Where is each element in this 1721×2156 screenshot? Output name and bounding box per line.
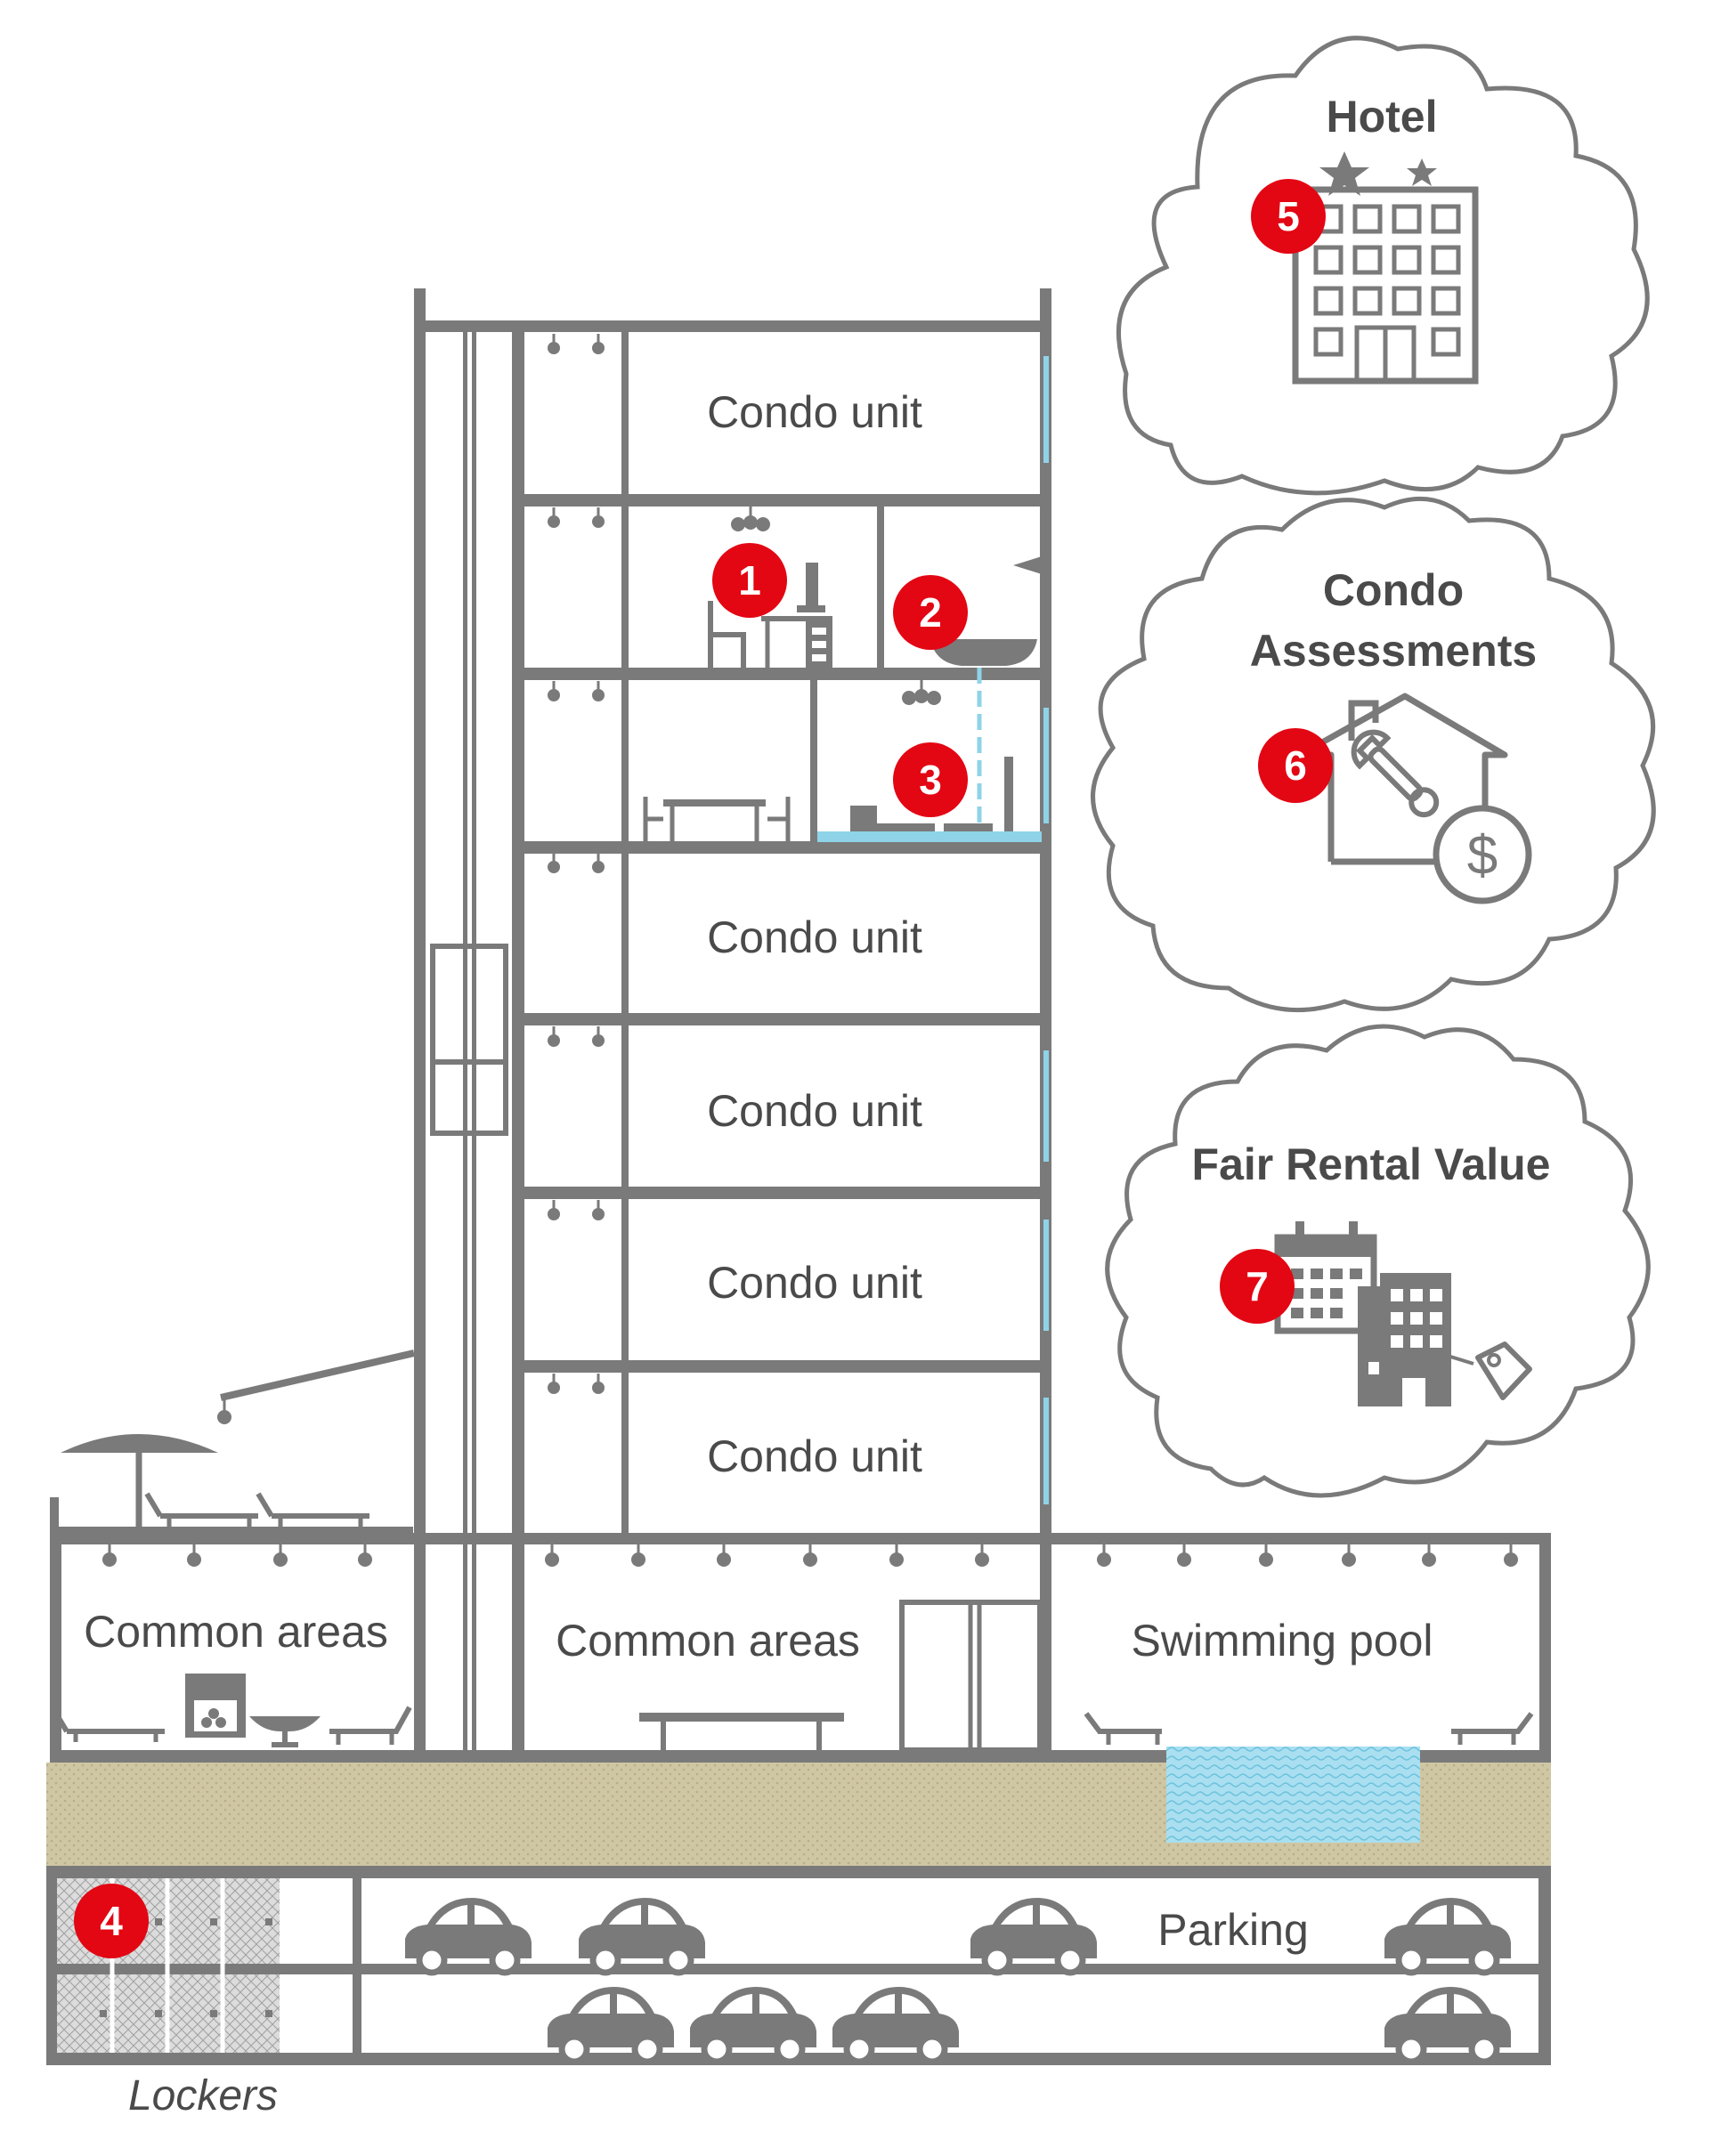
badge-7: 7	[1220, 1249, 1295, 1324]
parked-cars	[405, 1898, 1511, 2062]
badge-1: 1	[712, 543, 787, 618]
condo-unit-label: Condo unit	[707, 1086, 922, 1136]
condo-assessments-title-line2: Assessments	[1250, 626, 1537, 676]
common-areas-label: Common areas	[556, 1616, 860, 1666]
car-icon	[970, 1898, 1097, 1973]
parking-label: Parking	[1157, 1905, 1309, 1955]
condo-unit-label: Condo unit	[707, 912, 922, 962]
house-wrench-dollar-icon: $	[1296, 693, 1532, 904]
fair-rental-value-cloud: Fair Rental Value	[1105, 1024, 1651, 1498]
car-icon	[548, 1987, 674, 2062]
badge-3: 3	[893, 742, 968, 817]
calendar-building-tag-icon	[1274, 1221, 1532, 1406]
furnished-unit-upper	[708, 505, 1042, 837]
chandelier-icon	[729, 505, 772, 533]
condo-unit-label: Condo unit	[707, 387, 922, 437]
facade-windows	[1043, 356, 1049, 1504]
podium-lamp-stems	[108, 1544, 1513, 1554]
svg-text:4: 4	[100, 1898, 123, 1944]
podium-lamps	[102, 1552, 1518, 1567]
chandelier-icon	[900, 678, 943, 707]
common-areas-label: Common areas	[84, 1607, 388, 1657]
badge-5: 5	[1251, 179, 1326, 254]
condo-unit-label: Condo unit	[707, 1431, 922, 1481]
car-icon	[405, 1898, 532, 1973]
umbrella-icon	[61, 1434, 218, 1527]
swimming-pool-label: Swimming pool	[1131, 1616, 1433, 1666]
corridor-lamps	[546, 332, 606, 1396]
badge-4: 4	[74, 1884, 149, 1958]
svg-text:2: 2	[919, 589, 942, 636]
svg-text:1: 1	[738, 557, 761, 604]
car-icon	[1384, 1898, 1511, 1973]
car-icon	[690, 1987, 816, 2062]
hotel-cloud: Hotel	[1116, 36, 1650, 496]
badge-2: 2	[893, 575, 968, 650]
roof-terrace	[50, 1350, 415, 1537]
common-area-furniture	[53, 1600, 1534, 1753]
svg-text:7: 7	[1246, 1263, 1269, 1309]
condo-assessments-title-line1: Condo	[1323, 565, 1464, 615]
car-icon	[832, 1987, 959, 2062]
hotel-title: Hotel	[1327, 92, 1438, 142]
fair-rental-value-title: Fair Rental Value	[1192, 1139, 1551, 1189]
svg-text:$: $	[1467, 825, 1498, 887]
swimming-pool-water	[1166, 1747, 1420, 1843]
lounge-chair-icon	[147, 1494, 258, 1527]
furnished-unit-lower	[643, 678, 1042, 842]
lockers-label: Lockers	[128, 2072, 278, 2120]
svg-text:3: 3	[919, 757, 942, 803]
car-icon	[1384, 1987, 1511, 2062]
lounge-chair-icon	[258, 1494, 369, 1527]
hotel-building-icon	[1292, 151, 1479, 385]
badge-6: 6	[1258, 728, 1333, 803]
car-icon	[579, 1898, 705, 1973]
svg-text:5: 5	[1277, 193, 1300, 239]
condo-assessments-cloud: Condo Assessments $	[1091, 496, 1656, 1013]
condo-unit-label: Condo unit	[707, 1258, 922, 1308]
svg-text:6: 6	[1284, 742, 1307, 789]
